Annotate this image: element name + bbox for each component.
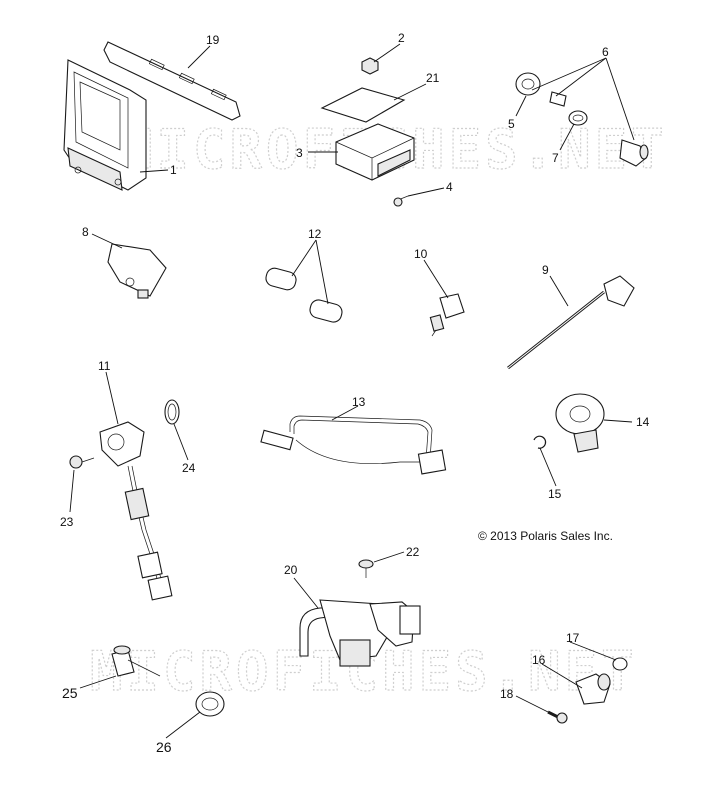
part-18-bolt: [547, 710, 568, 724]
callout-numbers: 19 1 2 21 3 4 6 5 7 8 12 10 9 11 24 23 1…: [60, 31, 650, 755]
callout-7: 7: [552, 151, 559, 165]
part-10-temp-sensor: [429, 293, 465, 337]
callout-16: 16: [532, 653, 546, 667]
part-17-oring: [612, 657, 628, 671]
callout-26: 26: [156, 739, 172, 755]
part-22-screw: [358, 559, 374, 578]
callout-5: 5: [508, 117, 515, 131]
callout-10: 10: [414, 247, 428, 261]
callout-18: 18: [500, 687, 514, 701]
callout-9: 9: [542, 263, 549, 277]
leader-lines: [69, 43, 635, 739]
callout-20: 20: [284, 563, 298, 577]
part-13-harness: [260, 415, 447, 475]
callout-15: 15: [548, 487, 562, 501]
part-8-map-sensor: [107, 243, 167, 299]
callout-1: 1: [170, 163, 177, 177]
callout-8: 8: [82, 225, 89, 239]
part-26-grommet: [195, 691, 225, 717]
callout-3: 3: [296, 146, 303, 160]
callout-17: 17: [566, 631, 580, 645]
callout-13: 13: [352, 395, 366, 409]
part-7-oring: [568, 110, 588, 126]
callout-22: 22: [406, 545, 420, 559]
part-23-bolt: [69, 455, 95, 469]
callout-2: 2: [398, 31, 405, 45]
callout-6: 6: [602, 45, 609, 59]
callout-21: 21: [426, 71, 440, 85]
part-16-sensor: [575, 673, 611, 705]
part-5-grommet: [515, 72, 541, 96]
callout-4: 4: [446, 180, 453, 194]
part-15-clip: [533, 435, 547, 449]
part-19-bracket: [103, 41, 241, 121]
part-9-o2-sensor: [507, 275, 635, 370]
copyright-text: © 2013 Polaris Sales Inc.: [478, 529, 613, 543]
part-12-sensors: [265, 267, 343, 323]
part-14-knock-sensor: [555, 393, 605, 453]
part-11-tps: [99, 421, 173, 601]
callout-12: 12: [308, 227, 322, 241]
part-25-sensor: [111, 645, 161, 677]
part-21-cover: [320, 87, 406, 123]
part-24-oring: [164, 399, 180, 425]
callout-14: 14: [636, 415, 650, 429]
part-3-module: [335, 123, 415, 181]
part-20-valve: [299, 599, 421, 667]
part-4-screw: [393, 195, 409, 207]
callout-24: 24: [182, 461, 196, 475]
callout-11: 11: [98, 359, 111, 373]
callout-19: 19: [206, 33, 220, 47]
callout-23: 23: [60, 515, 74, 529]
part-1-ecu: [63, 59, 147, 191]
part-6-sensor: [549, 91, 649, 167]
callout-25: 25: [62, 685, 78, 701]
